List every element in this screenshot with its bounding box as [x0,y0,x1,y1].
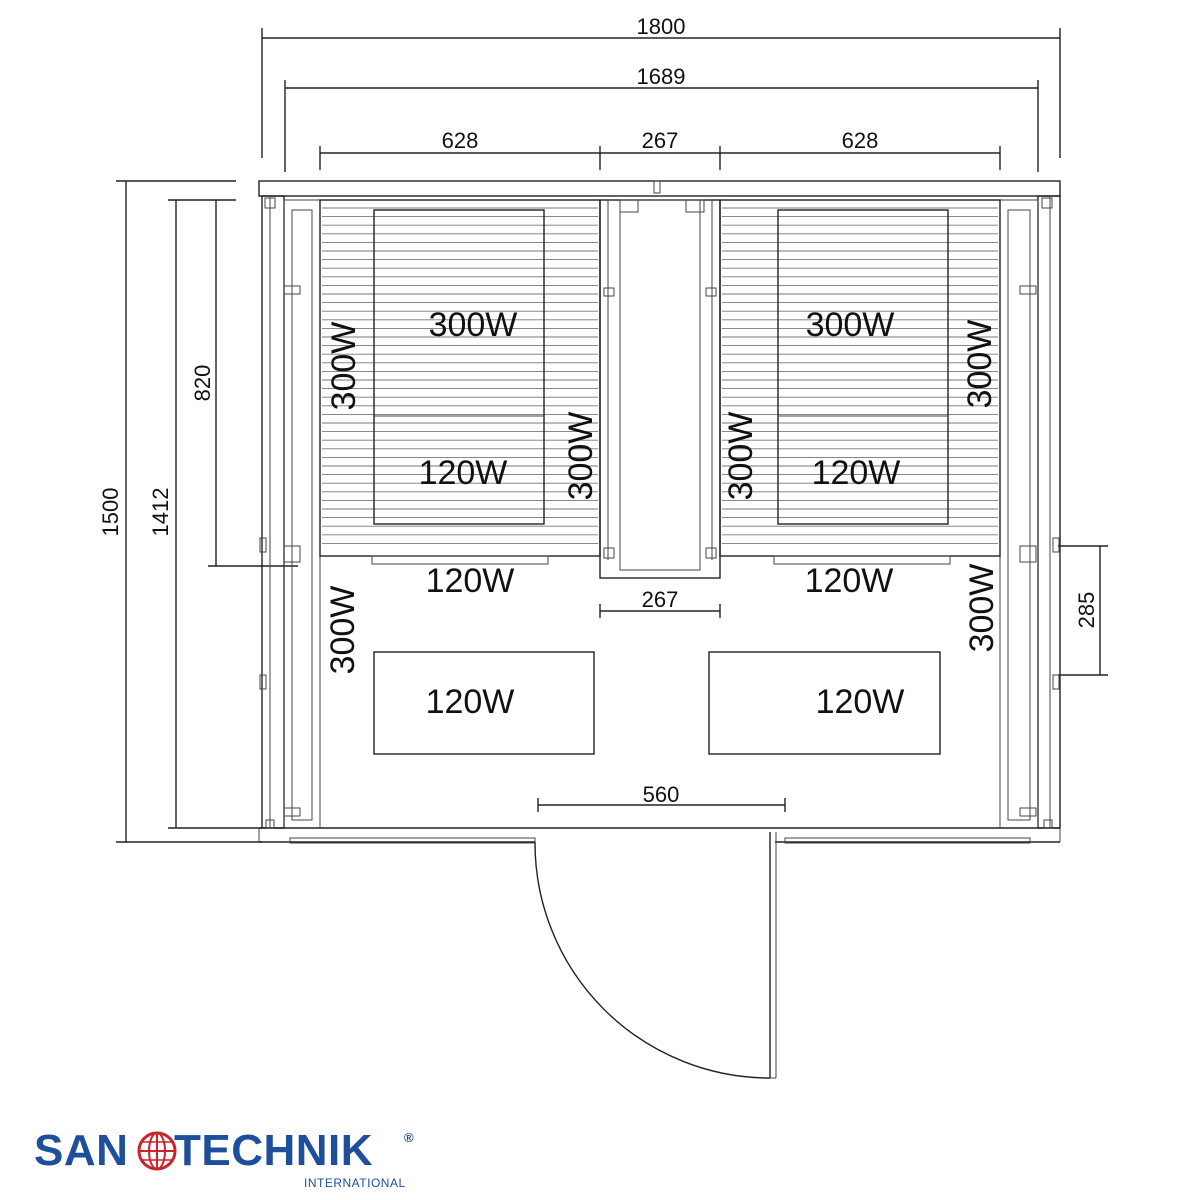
heater-right-bench-inner: 300W [722,412,760,501]
floor-heater-right [708,651,941,755]
dim-inner-width: 1689 [637,64,686,89]
dim-bench-right-width: 628 [842,128,879,153]
dim-inner-depth: 1412 [148,488,173,537]
left-dimensions: 1500 1412 820 [98,180,298,843]
heater-left-back-upper: 300W [429,306,518,344]
dim-bench-depth: 820 [190,365,215,402]
center-column [599,199,721,579]
top-dimensions: 1800 1689 628 267 628 [261,14,1061,172]
dim-outer-width: 1800 [637,14,686,39]
heater-labels: 300W 120W 300W 300W 120W 300W 120W 300W … [324,306,1001,721]
heater-left-side-lower: 300W [324,586,362,675]
heater-right-side-lower: 300W [963,564,1001,653]
heater-left-back-lower: 120W [419,454,508,492]
heater-left-side-upper: 300W [325,322,363,411]
door: 560 [534,782,786,1079]
dim-outer-depth: 1500 [98,488,123,537]
brand-logo: SAN TECHNIK ® INTERNATIONAL [34,1126,414,1196]
heater-left-bench-inner: 300W [562,412,600,501]
bench-right [719,199,1001,565]
cabin-outline [258,180,1061,844]
dim-bench-left-width: 628 [442,128,479,153]
center-bottom-dimension: 267 [599,587,721,618]
dim-center-width-top: 267 [642,128,679,153]
brand-name-left: SAN [34,1126,129,1175]
dim-door-width: 560 [643,782,680,807]
floor-heater-left [373,651,595,755]
dim-center-width-bottom: 267 [642,587,679,612]
heater-right-side-upper: 300W [961,320,999,409]
bench-left [319,199,601,565]
brand-subtitle: INTERNATIONAL [304,1176,406,1190]
dim-side-panel: 285 [1074,592,1099,629]
heater-floor-left: 120W [426,683,515,721]
heater-left-bench-front: 120W [426,562,515,600]
globe-icon [137,1131,177,1171]
right-dimension: 285 [1058,545,1108,676]
heater-right-back-upper: 300W [806,306,895,344]
brand-name-right: TECHNIK [174,1126,374,1175]
heater-right-bench-front: 120W [805,562,894,600]
heater-floor-right: 120W [816,683,905,721]
heater-right-back-lower: 120W [812,454,901,492]
registered-mark: ® [404,1130,414,1145]
